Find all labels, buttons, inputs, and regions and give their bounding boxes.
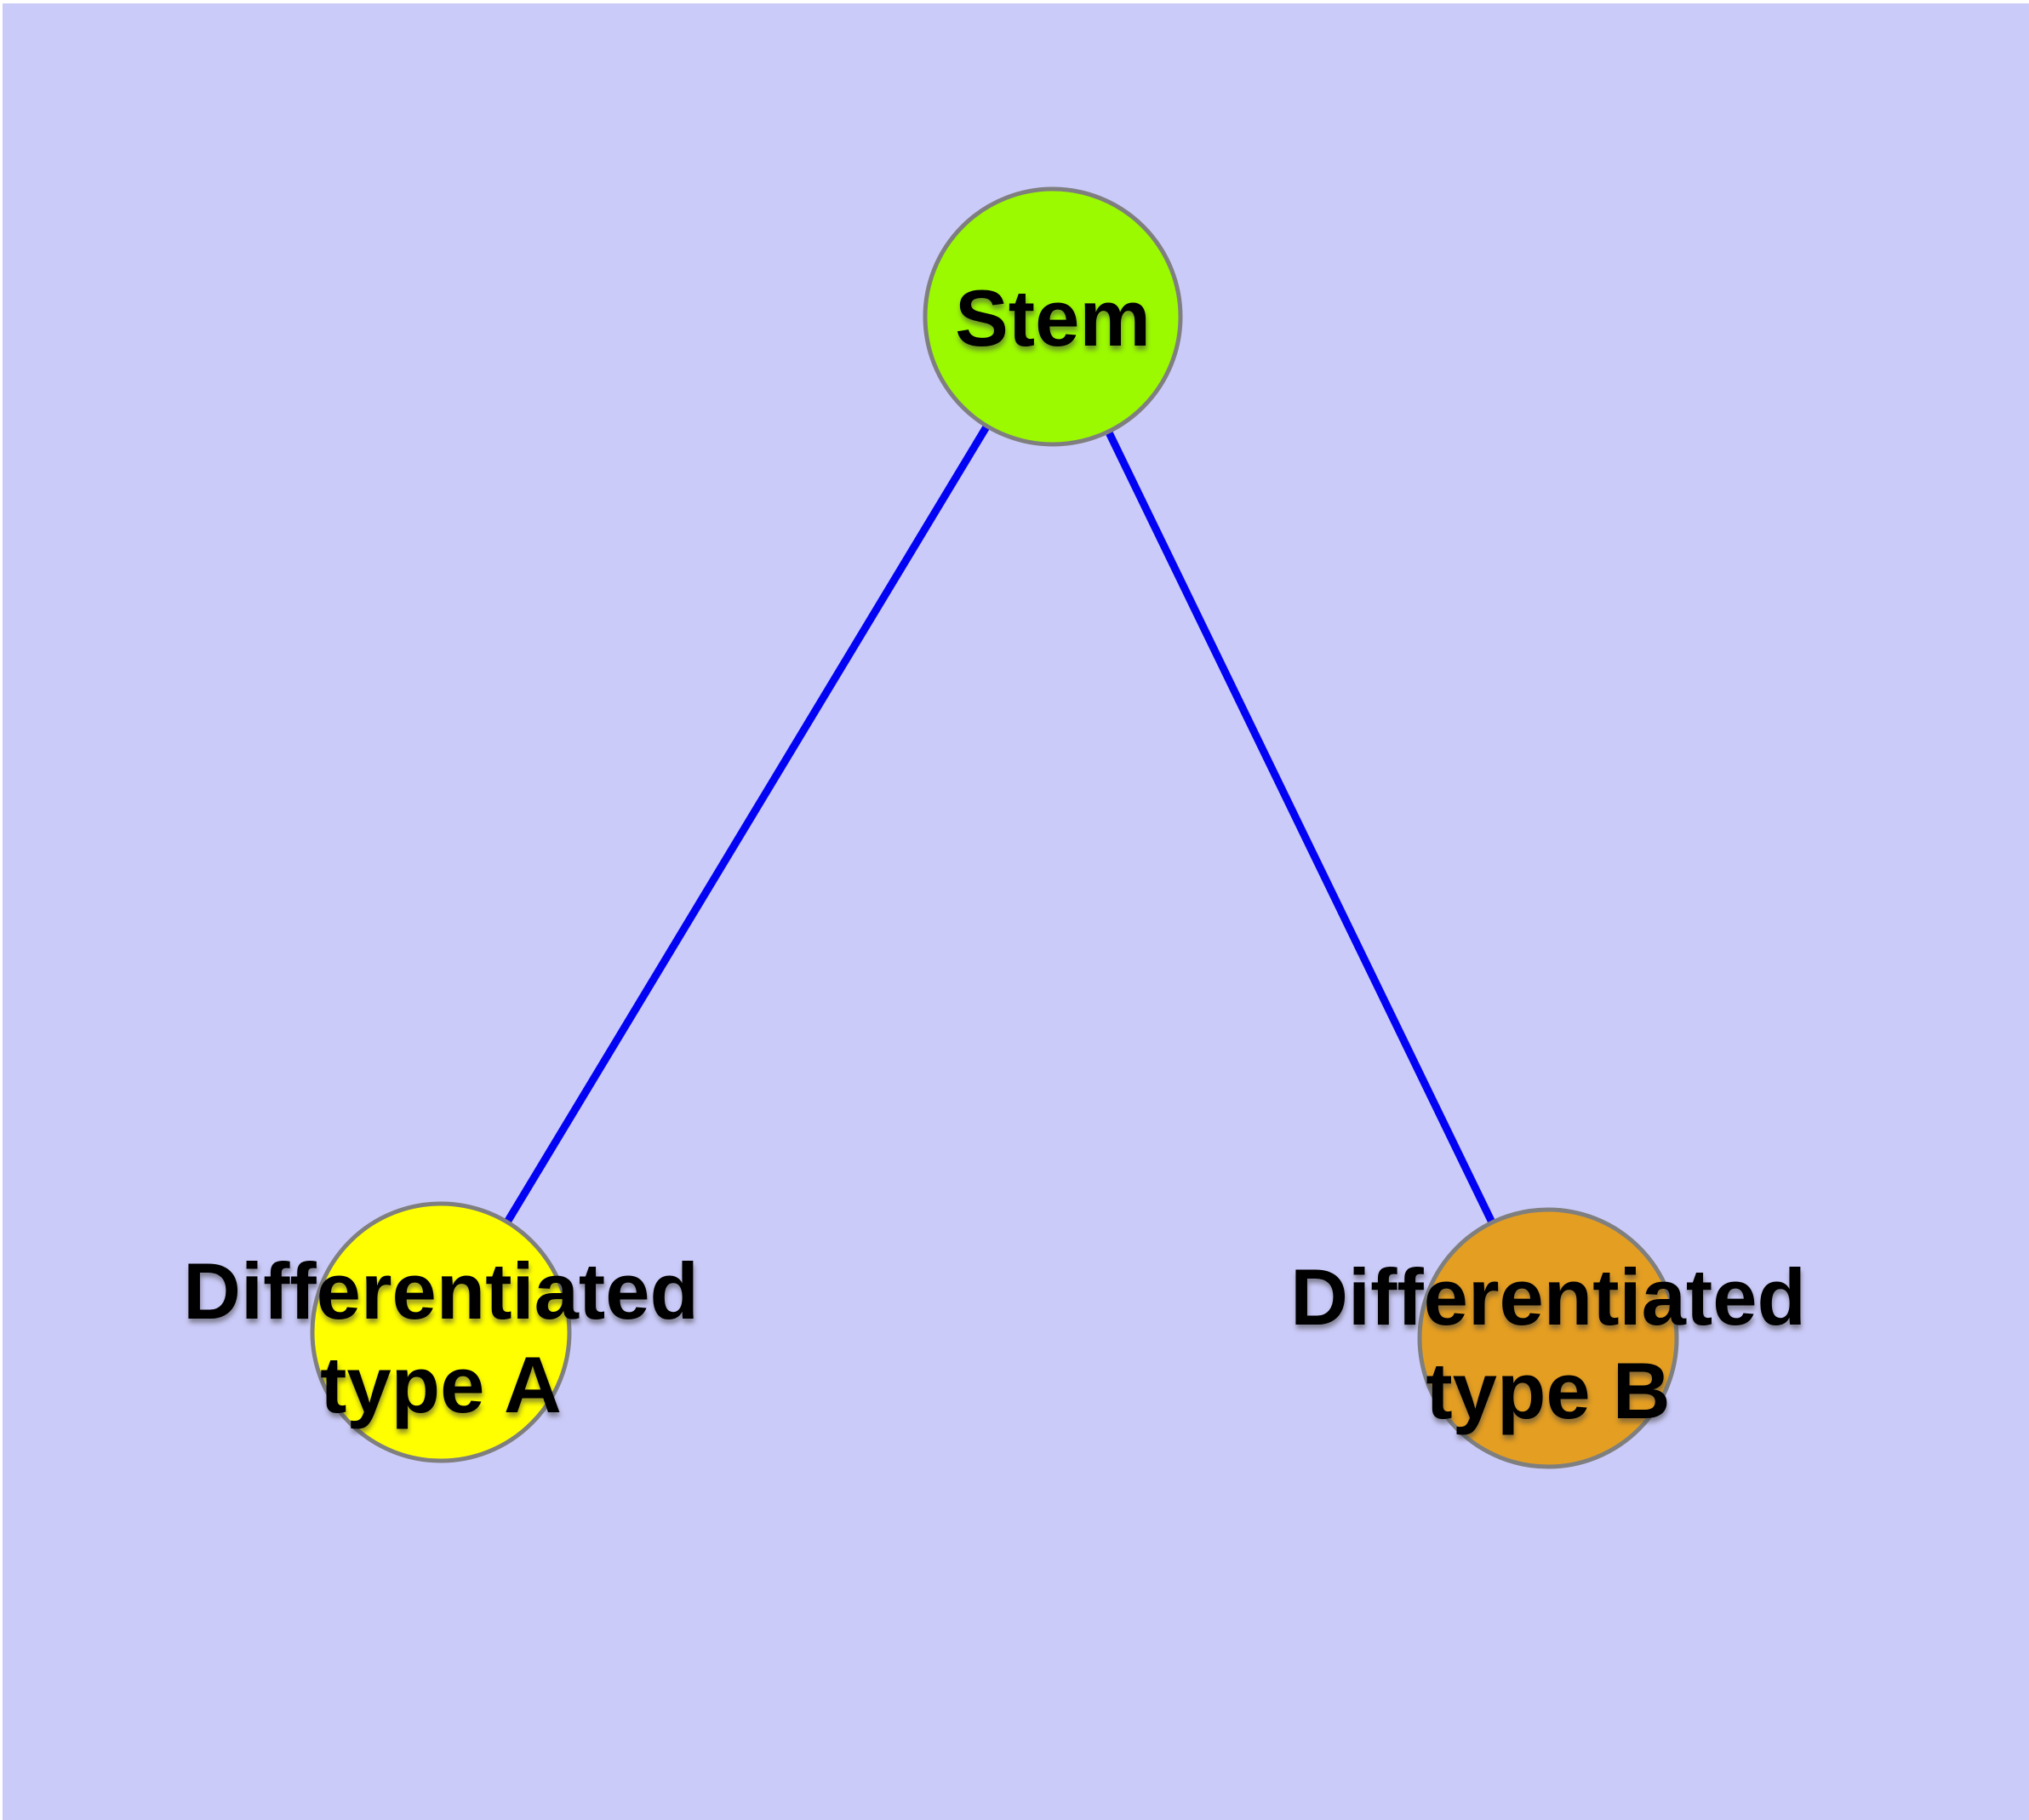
node-type-b-circle <box>1417 1207 1679 1469</box>
edge-stem-to-type-b <box>1049 315 1552 1340</box>
node-type-a-label-line1: Differentiated <box>183 1246 699 1336</box>
node-differentiated-type-a: Differentiated type A <box>183 1201 699 1463</box>
node-stem-label: Stem <box>955 273 1151 363</box>
node-type-a-label-line2: type A <box>320 1340 562 1429</box>
node-type-b-label-line2: type B <box>1426 1346 1670 1435</box>
node-stem: Stem <box>923 186 1183 447</box>
edge-stem-to-type-a <box>437 314 1056 1335</box>
node-type-b-label-line1: Differentiated <box>1290 1252 1806 1342</box>
node-stem-circle <box>923 186 1183 447</box>
node-type-a-circle <box>310 1201 572 1463</box>
node-differentiated-type-b: Differentiated type B <box>1290 1207 1806 1469</box>
